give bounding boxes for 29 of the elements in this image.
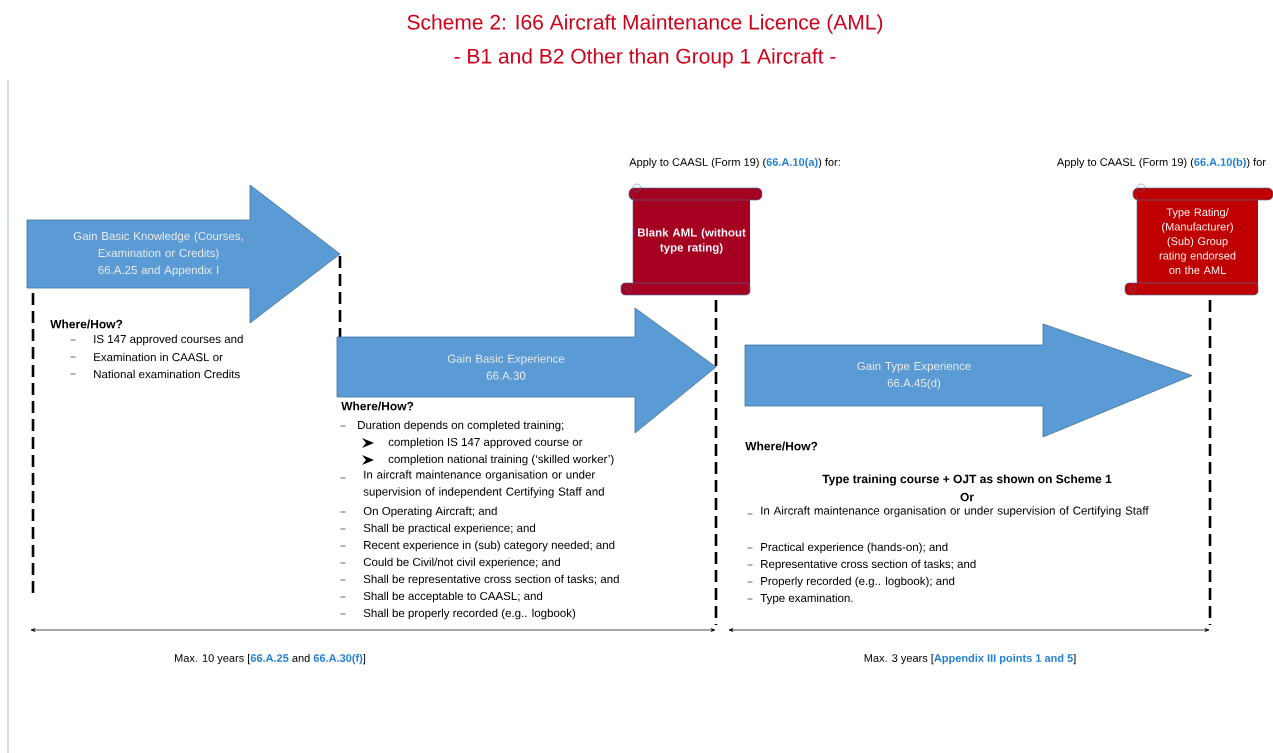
list-item: In aircraft maintenance organisation or under supervision of independent Certifying Staff and	[340, 470, 604, 498]
list-item: Could be Civil/not civil experience; and	[340, 557, 560, 569]
list-item: Recent experience in (sub) category needed; and	[340, 540, 615, 552]
note-text: Apply to CAASL (Form 19) (66.A.10(b)) for	[1056, 157, 1266, 169]
dimension-text: Max. 3 years [Appendix III points 1 and 5]	[864, 653, 1076, 665]
list-item: Type examination.	[747, 593, 853, 605]
list-item: Representative cross section of tasks; and	[747, 559, 976, 571]
list-item: In Aircraft maintenance organisation or under supervision of Certifying Staff	[747, 506, 1149, 517]
list-item: Examination in CAASL or	[70, 352, 223, 362]
heading: Type training course + OJT as shown on Scheme 1	[822, 474, 1112, 486]
title: Scheme 2: I66 Aircraft Maintenance Licence (AML)	[407, 14, 883, 34]
list-item: completion national training (‘skilled worker’)	[362, 454, 614, 466]
list-item: On Operating Aircraft; and	[340, 506, 497, 518]
list-item: Properly recorded (e.g.. logbook); and	[747, 576, 955, 588]
heading: Where/How?	[745, 441, 818, 451]
list-item: National examination Credits	[70, 369, 240, 379]
list-item: IS 147 approved courses and	[70, 334, 243, 346]
heading: Or	[960, 492, 974, 502]
list-item: Duration depends on completed training;	[340, 420, 564, 432]
list-item: Practical experience (hands-on); and	[747, 542, 948, 554]
list-item: Shall be acceptable to CAASL; and	[340, 591, 543, 603]
list-item: completion IS 147 approved course or	[362, 437, 583, 449]
dimension-text: Max. 10 years [66.A.25 and 66.A.30(f)]	[175, 653, 366, 665]
heading: Where/How?	[341, 401, 414, 411]
note-text: Apply to CAASL (Form 19) (66.A.10(a)) for:	[629, 157, 840, 169]
subtitle: - B1 and B2 Other than Group 1 Aircraft -	[454, 48, 836, 68]
list-item: Shall be representative cross section of tasks; and	[340, 574, 619, 586]
list-item: Shall be practical experience; and	[340, 523, 536, 535]
list-item: Shall be properly recorded (e.g.. logbook)	[340, 608, 576, 620]
